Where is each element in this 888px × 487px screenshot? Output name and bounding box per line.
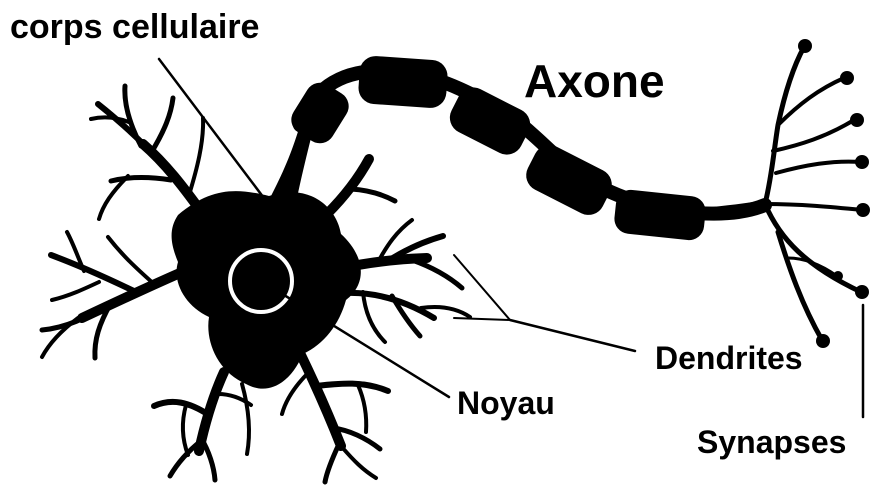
cell-body-label: corps cellulaire — [10, 10, 259, 44]
axon-label: Axone — [524, 58, 665, 104]
synapse-terminal-8 — [833, 271, 843, 281]
synapses-label: Synapses — [697, 426, 846, 458]
synapse-terminal-2 — [840, 71, 854, 85]
synapse-terminal-4 — [855, 155, 869, 169]
dendrites-label: Dendrites — [655, 342, 803, 374]
synapse-terminal-1 — [798, 39, 812, 53]
synapse-terminal-3 — [850, 113, 864, 127]
myelin-sheath-5 — [613, 188, 707, 241]
synapse-terminal-6 — [855, 285, 869, 299]
myelin-sheath-2 — [357, 55, 448, 109]
nucleus-label: Noyau — [457, 387, 555, 419]
synapse-terminal-7 — [816, 334, 830, 348]
synapse-terminal-5 — [856, 203, 870, 217]
